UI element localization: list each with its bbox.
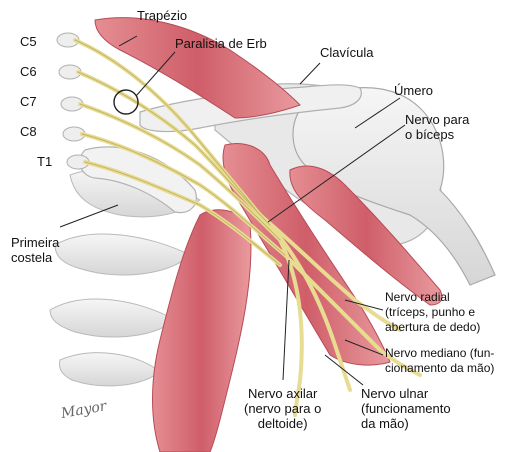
- label-trapezio: Trapézio: [137, 8, 187, 23]
- label-nervo-ulnar-line1: Nervo ulnar: [361, 386, 451, 401]
- label-nervo-mediano-line1: Nervo mediano (fun-: [385, 346, 494, 361]
- label-nervo-axilar-line3: deltoide): [244, 416, 321, 431]
- label-primeira-costela-line2: costela: [11, 250, 59, 265]
- label-primeira-costela: Primeira costela: [11, 235, 59, 265]
- label-nervo-mediano: Nervo mediano (fun- cionamento da mão): [385, 346, 494, 376]
- label-nervo-ulnar-line2: (funcionamento: [361, 401, 451, 416]
- label-nervo-radial-line1: Nervo radial: [385, 290, 480, 305]
- label-c7: C7: [20, 94, 37, 109]
- artist-signature: Mayor: [59, 398, 109, 422]
- label-t1: T1: [37, 154, 52, 169]
- label-nervo-ulnar-line3: da mão): [361, 416, 451, 431]
- label-nervo-biceps-line1: Nervo para: [405, 112, 469, 127]
- vertebrae: [57, 33, 89, 169]
- label-nervo-axilar: Nervo axilar (nervo para o deltoide): [244, 386, 321, 431]
- label-nervo-radial-line2: (tríceps, punho e: [385, 305, 480, 320]
- label-nervo-axilar-line2: (nervo para o: [244, 401, 321, 416]
- label-nervo-biceps-line2: o bíceps: [405, 127, 469, 142]
- label-c5: C5: [20, 34, 37, 49]
- label-primeira-costela-line1: Primeira: [11, 235, 59, 250]
- label-c6: C6: [20, 64, 37, 79]
- label-nervo-ulnar: Nervo ulnar (funcionamento da mão): [361, 386, 451, 431]
- label-nervo-radial-line3: abertura de dedo): [385, 320, 480, 335]
- label-nervo-mediano-line2: cionamento da mão): [385, 361, 494, 376]
- label-nervo-radial: Nervo radial (tríceps, punho e abertura …: [385, 290, 480, 335]
- label-erb-palsy: Paralisia de Erb: [175, 36, 267, 51]
- label-clavicula: Clavícula: [320, 45, 373, 60]
- label-nervo-axilar-line1: Nervo axilar: [244, 386, 321, 401]
- label-umero: Úmero: [394, 83, 433, 98]
- label-nervo-biceps: Nervo para o bíceps: [405, 112, 469, 142]
- label-c8: C8: [20, 124, 37, 139]
